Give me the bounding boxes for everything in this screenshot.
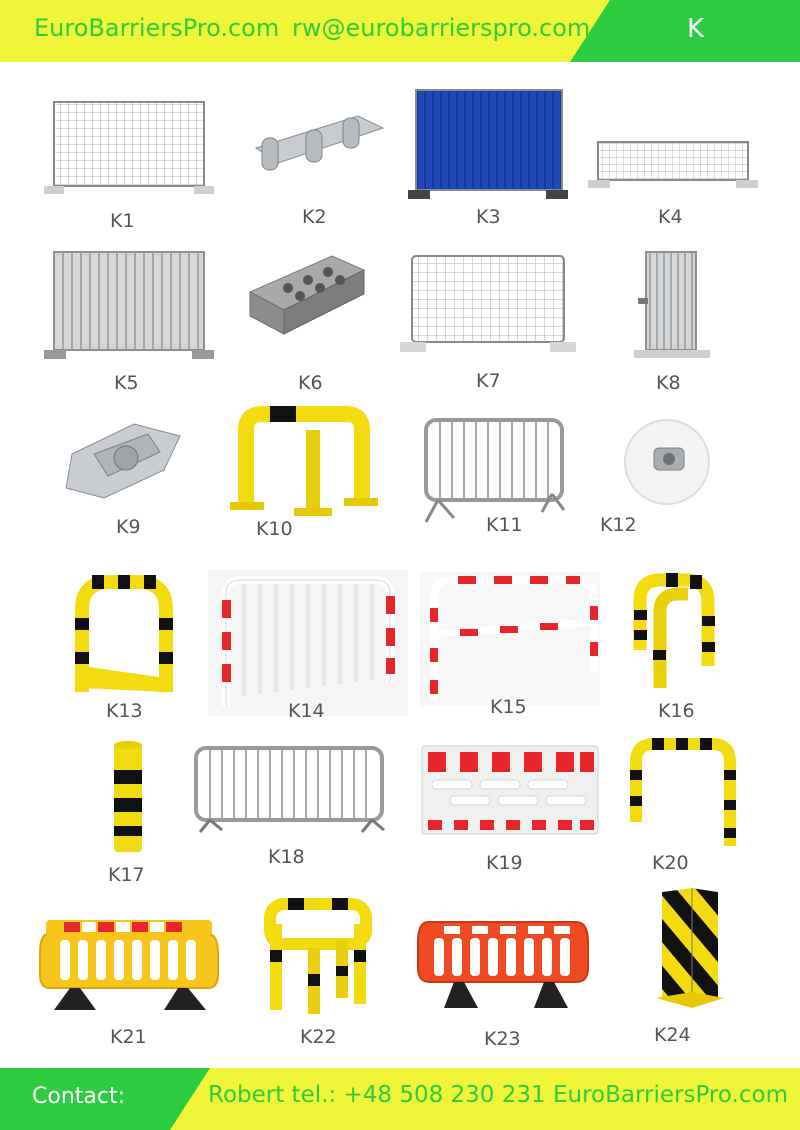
product-k22[interactable]: [256, 894, 380, 1020]
footer-contact-info[interactable]: Robert tel.: +48 508 230 231 EuroBarrier…: [208, 1082, 788, 1108]
product-k12[interactable]: [620, 414, 714, 508]
product-k20[interactable]: [622, 734, 744, 850]
red-plastic-barrier-icon: [417, 921, 589, 1008]
product-k13[interactable]: [66, 570, 182, 700]
footer-accent: [0, 1068, 210, 1130]
product-k9[interactable]: [64, 414, 184, 510]
product-label: K15: [490, 696, 527, 718]
product-label: K8: [656, 372, 681, 394]
product-label: K11: [486, 514, 523, 536]
narrow-steel-panel-icon: [634, 251, 710, 358]
product-k16[interactable]: [630, 570, 722, 696]
fence-clamp-icon: [254, 115, 385, 171]
product-k6[interactable]: [248, 252, 366, 336]
yellow-bollard-icon: [114, 741, 142, 852]
steel-hoarding-panel-icon: [44, 251, 214, 359]
product-k18[interactable]: [186, 742, 396, 834]
product-label: K4: [658, 206, 683, 228]
product-k15[interactable]: [420, 572, 600, 706]
header-letter: K: [686, 14, 704, 44]
crowd-barrier-icon: [194, 746, 385, 833]
product-label: K10: [256, 518, 293, 540]
product-k23[interactable]: [414, 912, 592, 1016]
footer-contact-label: Contact:: [32, 1084, 126, 1109]
product-label: K14: [288, 700, 325, 722]
product-label: K20: [652, 852, 689, 874]
product-label: K16: [658, 700, 695, 722]
product-k17[interactable]: [108, 740, 148, 856]
product-label: K2: [302, 206, 327, 228]
product-k8[interactable]: [628, 250, 716, 362]
product-k1[interactable]: [44, 96, 214, 201]
product-k11[interactable]: [418, 414, 568, 524]
header-site[interactable]: EuroBarriersPro.com: [34, 14, 280, 42]
product-label: K1: [110, 210, 135, 232]
blue-hoarding-panel-icon: [408, 89, 568, 199]
white-red-crowd-barrier-icon: [208, 570, 408, 716]
mesh-fence-panel-icon: [44, 101, 214, 194]
header-accent: [570, 0, 800, 62]
product-label: K19: [486, 852, 523, 874]
product-label: K5: [114, 372, 139, 394]
header-bar: EuroBarriersPro.com rw@eurobarrierspro.c…: [0, 0, 800, 62]
product-k10[interactable]: [226, 406, 378, 522]
product-label: K13: [106, 700, 143, 722]
product-label: K22: [300, 1026, 337, 1048]
product-k5[interactable]: [44, 250, 214, 364]
product-k3[interactable]: [408, 86, 568, 204]
round-base-icon: [624, 419, 710, 505]
white-red-panel-barrier-icon: [421, 745, 599, 835]
yellow-guard-hoop-icon: [75, 575, 173, 692]
product-label: K12: [600, 514, 637, 536]
crowd-barrier-icon: [424, 418, 566, 523]
yellow-square-guard-icon: [264, 898, 372, 1014]
product-k7[interactable]: [400, 254, 576, 358]
footer-bar: Contact: Robert tel.: +48 508 230 231 Eu…: [0, 1068, 800, 1130]
corner-protector-icon: [656, 888, 724, 1008]
yellow-guard-hoop-icon: [630, 738, 736, 846]
mesh-fence-panel-icon: [400, 255, 576, 352]
product-k21[interactable]: [36, 914, 222, 1018]
yellow-plastic-barrier-icon: [39, 920, 219, 1010]
product-k19[interactable]: [420, 744, 600, 836]
product-label: K17: [108, 864, 145, 886]
product-label: K9: [116, 516, 141, 538]
product-k24[interactable]: [654, 886, 726, 1012]
product-label: K23: [484, 1028, 521, 1050]
product-k4[interactable]: [588, 136, 758, 194]
product-label: K6: [298, 372, 323, 394]
yellow-corner-guard-icon: [230, 406, 378, 516]
product-k14[interactable]: [208, 570, 408, 716]
product-label: K21: [110, 1026, 147, 1048]
header-email[interactable]: rw@eurobarrierspro.com: [292, 14, 591, 42]
product-label: K7: [476, 370, 501, 392]
yellow-corner-hoop-icon: [633, 573, 715, 688]
product-label: K3: [476, 206, 501, 228]
product-label: K24: [654, 1024, 691, 1046]
low-mesh-fence-icon: [588, 141, 758, 188]
product-k2[interactable]: [248, 108, 388, 178]
concrete-block-icon: [248, 255, 366, 335]
coupler-icon: [65, 423, 181, 499]
red-white-barrier-icon: [420, 572, 600, 706]
product-label: K18: [268, 846, 305, 868]
